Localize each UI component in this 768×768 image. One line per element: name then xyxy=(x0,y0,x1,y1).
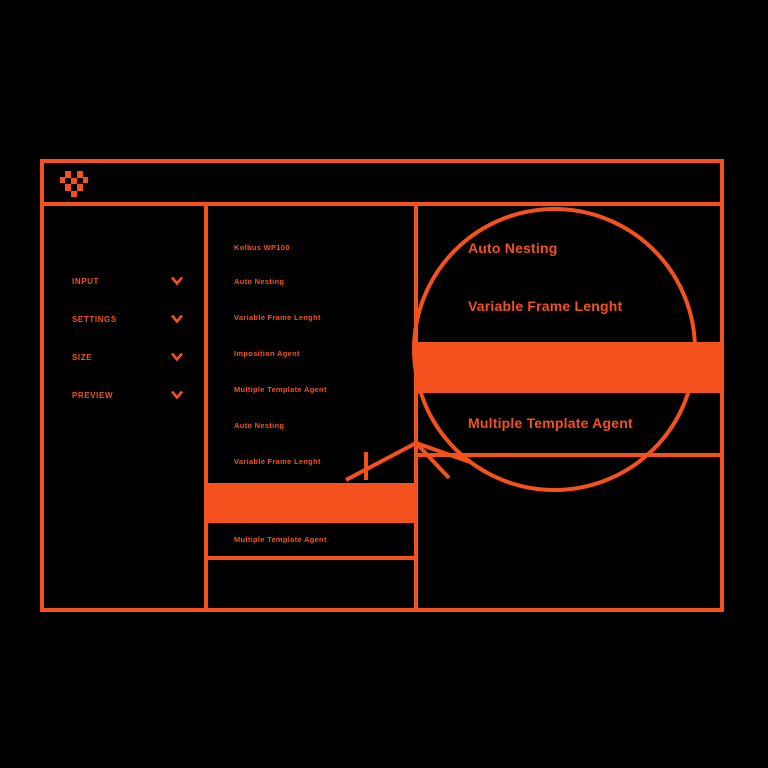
list-panel-rows: Kolbus WP100 Auto Nesting Variable Frame… xyxy=(208,206,414,608)
sidebar: INPUT SETTINGS xyxy=(44,206,208,608)
list-item[interactable]: Multiple Template Agent xyxy=(208,378,414,400)
list-item-label: Variable Frame Lenght xyxy=(234,456,321,466)
list-item[interactable]: Imposition Agent xyxy=(208,342,414,364)
list-item-label: Kolbus WP100 xyxy=(234,242,290,252)
preview-panel: Auto Nesting Variable Frame Lenght Multi… xyxy=(418,206,720,608)
app-logo-icon xyxy=(60,169,94,199)
sidebar-item-label: PREVIEW xyxy=(72,390,114,400)
sidebar-nav-list: INPUT SETTINGS xyxy=(44,262,204,414)
sidebar-item-label: INPUT xyxy=(72,276,99,286)
sidebar-item-size[interactable]: SIZE xyxy=(44,338,204,376)
list-item-label: Multiple Template Agent xyxy=(234,535,327,544)
preview-item-label: Auto Nesting xyxy=(468,240,558,256)
list-item-label: Multiple Template Agent xyxy=(234,384,327,394)
list-item[interactable]: Multiple Template Agent xyxy=(208,523,414,560)
chevron-down-icon[interactable] xyxy=(170,352,184,362)
list-item-label: Variable Frame Lenght xyxy=(234,312,321,322)
chevron-down-icon[interactable] xyxy=(170,390,184,400)
preview-item[interactable]: Multiple Template Agent xyxy=(418,393,720,457)
preview-item[interactable]: Auto Nesting xyxy=(418,224,720,272)
sidebar-item-input[interactable]: INPUT xyxy=(44,262,204,300)
sidebar-item-preview[interactable]: PREVIEW xyxy=(44,376,204,414)
preview-item[interactable]: Variable Frame Lenght xyxy=(418,282,720,330)
chevron-down-icon[interactable] xyxy=(170,314,184,324)
preview-item[interactable] xyxy=(418,457,720,608)
chevron-down-icon[interactable] xyxy=(170,276,184,286)
app-window: INPUT SETTINGS xyxy=(40,159,724,612)
preview-item-label: Multiple Template Agent xyxy=(468,415,633,431)
list-panel: Kolbus WP100 Auto Nesting Variable Frame… xyxy=(208,206,418,608)
sidebar-item-settings[interactable]: SETTINGS xyxy=(44,300,204,338)
app-body: INPUT SETTINGS xyxy=(44,206,720,608)
list-item[interactable]: Auto Nesting xyxy=(208,414,414,436)
list-item[interactable]: Kolbus WP100 xyxy=(208,236,414,258)
list-item[interactable]: Variable Frame Lenght xyxy=(208,450,414,472)
list-item[interactable]: Variable Frame Lenght xyxy=(208,306,414,328)
title-bar xyxy=(44,163,720,206)
preview-panel-rows: Auto Nesting Variable Frame Lenght Multi… xyxy=(418,206,720,608)
sidebar-item-label: SETTINGS xyxy=(72,314,117,324)
list-item-label: Auto Nesting xyxy=(234,276,285,286)
preview-item-label: Variable Frame Lenght xyxy=(468,298,623,314)
preview-item-selected[interactable] xyxy=(418,342,720,393)
list-item-label: Auto Nesting xyxy=(234,420,285,430)
list-item-label: Imposition Agent xyxy=(234,348,300,358)
list-item-selected[interactable] xyxy=(208,483,414,523)
list-item[interactable] xyxy=(208,560,414,608)
sidebar-item-label: SIZE xyxy=(72,352,93,362)
list-item[interactable]: Auto Nesting xyxy=(208,270,414,292)
